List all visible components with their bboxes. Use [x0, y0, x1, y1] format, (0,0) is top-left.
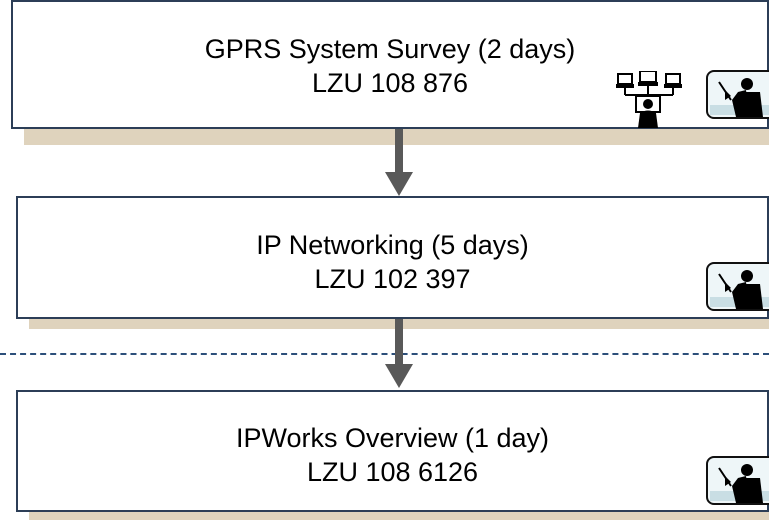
- step-3-text: IPWorks Overview (1 day) LZU 108 6126: [18, 421, 767, 489]
- step-box-3[interactable]: IPWorks Overview (1 day) LZU 108 6126: [16, 390, 769, 512]
- step-3-code: LZU 108 6126: [306, 457, 479, 487]
- dashed-separator-line: [0, 353, 769, 355]
- step-2-code: LZU 102 397: [314, 264, 471, 294]
- step-box-2[interactable]: IP Networking (5 days) LZU 102 397: [16, 196, 769, 319]
- step-3-title: IPWorks Overview (1 day): [235, 423, 550, 453]
- step-1-title: GPRS System Survey (2 days): [204, 34, 576, 64]
- instructor-icon: [706, 70, 769, 119]
- network-icon: [616, 71, 682, 128]
- step-1-code: LZU 108 876: [311, 68, 469, 98]
- arrow-2-to-3: [385, 319, 413, 388]
- instructor-icon: [706, 262, 769, 311]
- step-2-title: IP Networking (5 days): [256, 230, 529, 260]
- instructor-icon: [706, 456, 769, 505]
- step-2-text: IP Networking (5 days) LZU 102 397: [18, 228, 767, 296]
- arrow-1-to-2: [385, 129, 413, 196]
- step-1-text: GPRS System Survey (2 days) LZU 108 876: [13, 32, 767, 100]
